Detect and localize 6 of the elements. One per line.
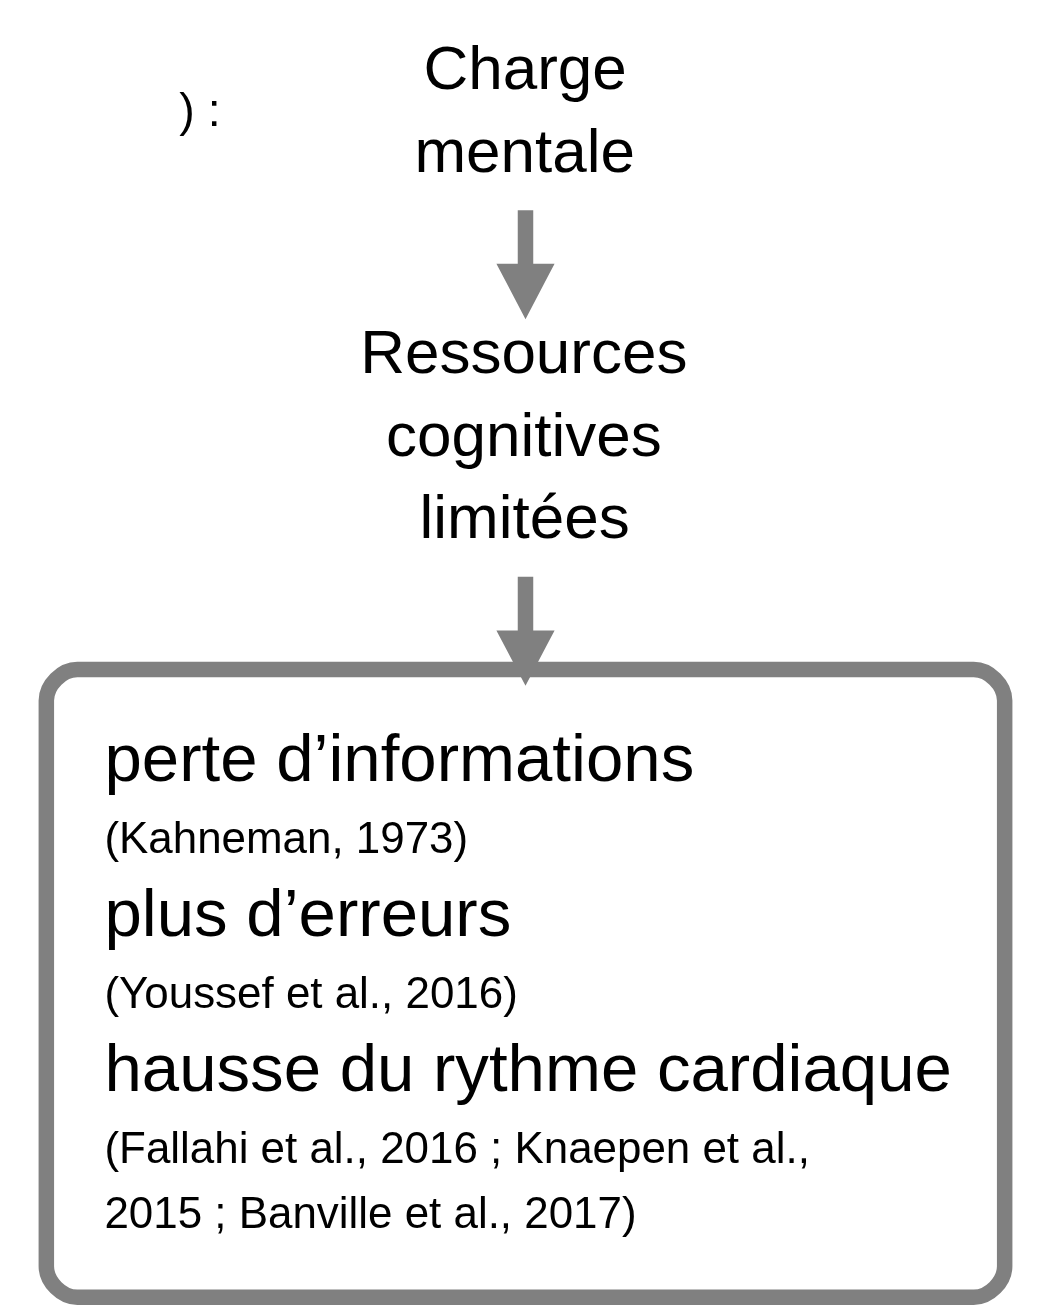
arrow (495, 576, 555, 686)
node-box: perte d’informations (Kahneman, 1973) plus d’erreurs (Youssef et al., 2016) hausse du rythme cardiaque (Fallahi et al., 2016 ; Knaepen et al., 2015 ; Banville et al., 2017) (38, 661, 1012, 1306)
node-text: Charge mentale (413, 32, 635, 185)
arrow (495, 210, 555, 320)
label: ) : (178, 83, 221, 136)
node-text: Ressources cognitives limitées (359, 317, 687, 552)
